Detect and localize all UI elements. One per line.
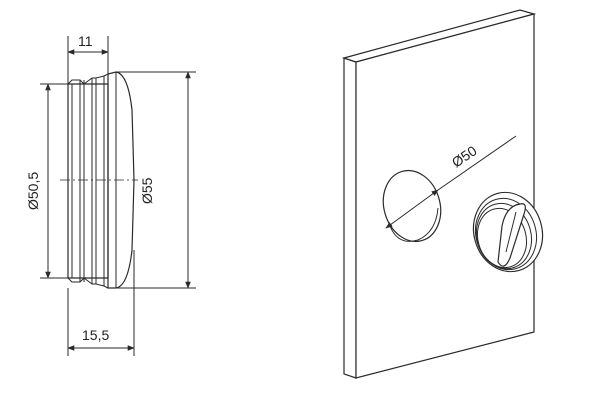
dimension-inner-diameter bbox=[40, 83, 68, 279]
dimension-hole-diameter bbox=[385, 135, 517, 229]
plug-isometric bbox=[472, 191, 544, 273]
panel-isometric bbox=[341, 9, 537, 379]
label-inner-diameter: Ø50,5 bbox=[25, 172, 41, 210]
panel-side-face bbox=[343, 57, 357, 379]
dimension-depth-bottom bbox=[67, 250, 135, 356]
label-depth-bottom: 15,5 bbox=[82, 327, 109, 343]
panel-front-face bbox=[355, 13, 535, 379]
plug-body-outline bbox=[67, 83, 109, 279]
label-outer-diameter: Ø55 bbox=[139, 177, 155, 204]
side-view bbox=[60, 71, 138, 289]
dimension-depth-top bbox=[67, 36, 109, 84]
plug-grip-slot bbox=[497, 203, 526, 267]
plug-flange-outline bbox=[107, 71, 135, 289]
label-depth-top: 11 bbox=[78, 33, 93, 49]
dimension-outer-diameter bbox=[116, 71, 196, 289]
plug-threads bbox=[67, 73, 109, 289]
